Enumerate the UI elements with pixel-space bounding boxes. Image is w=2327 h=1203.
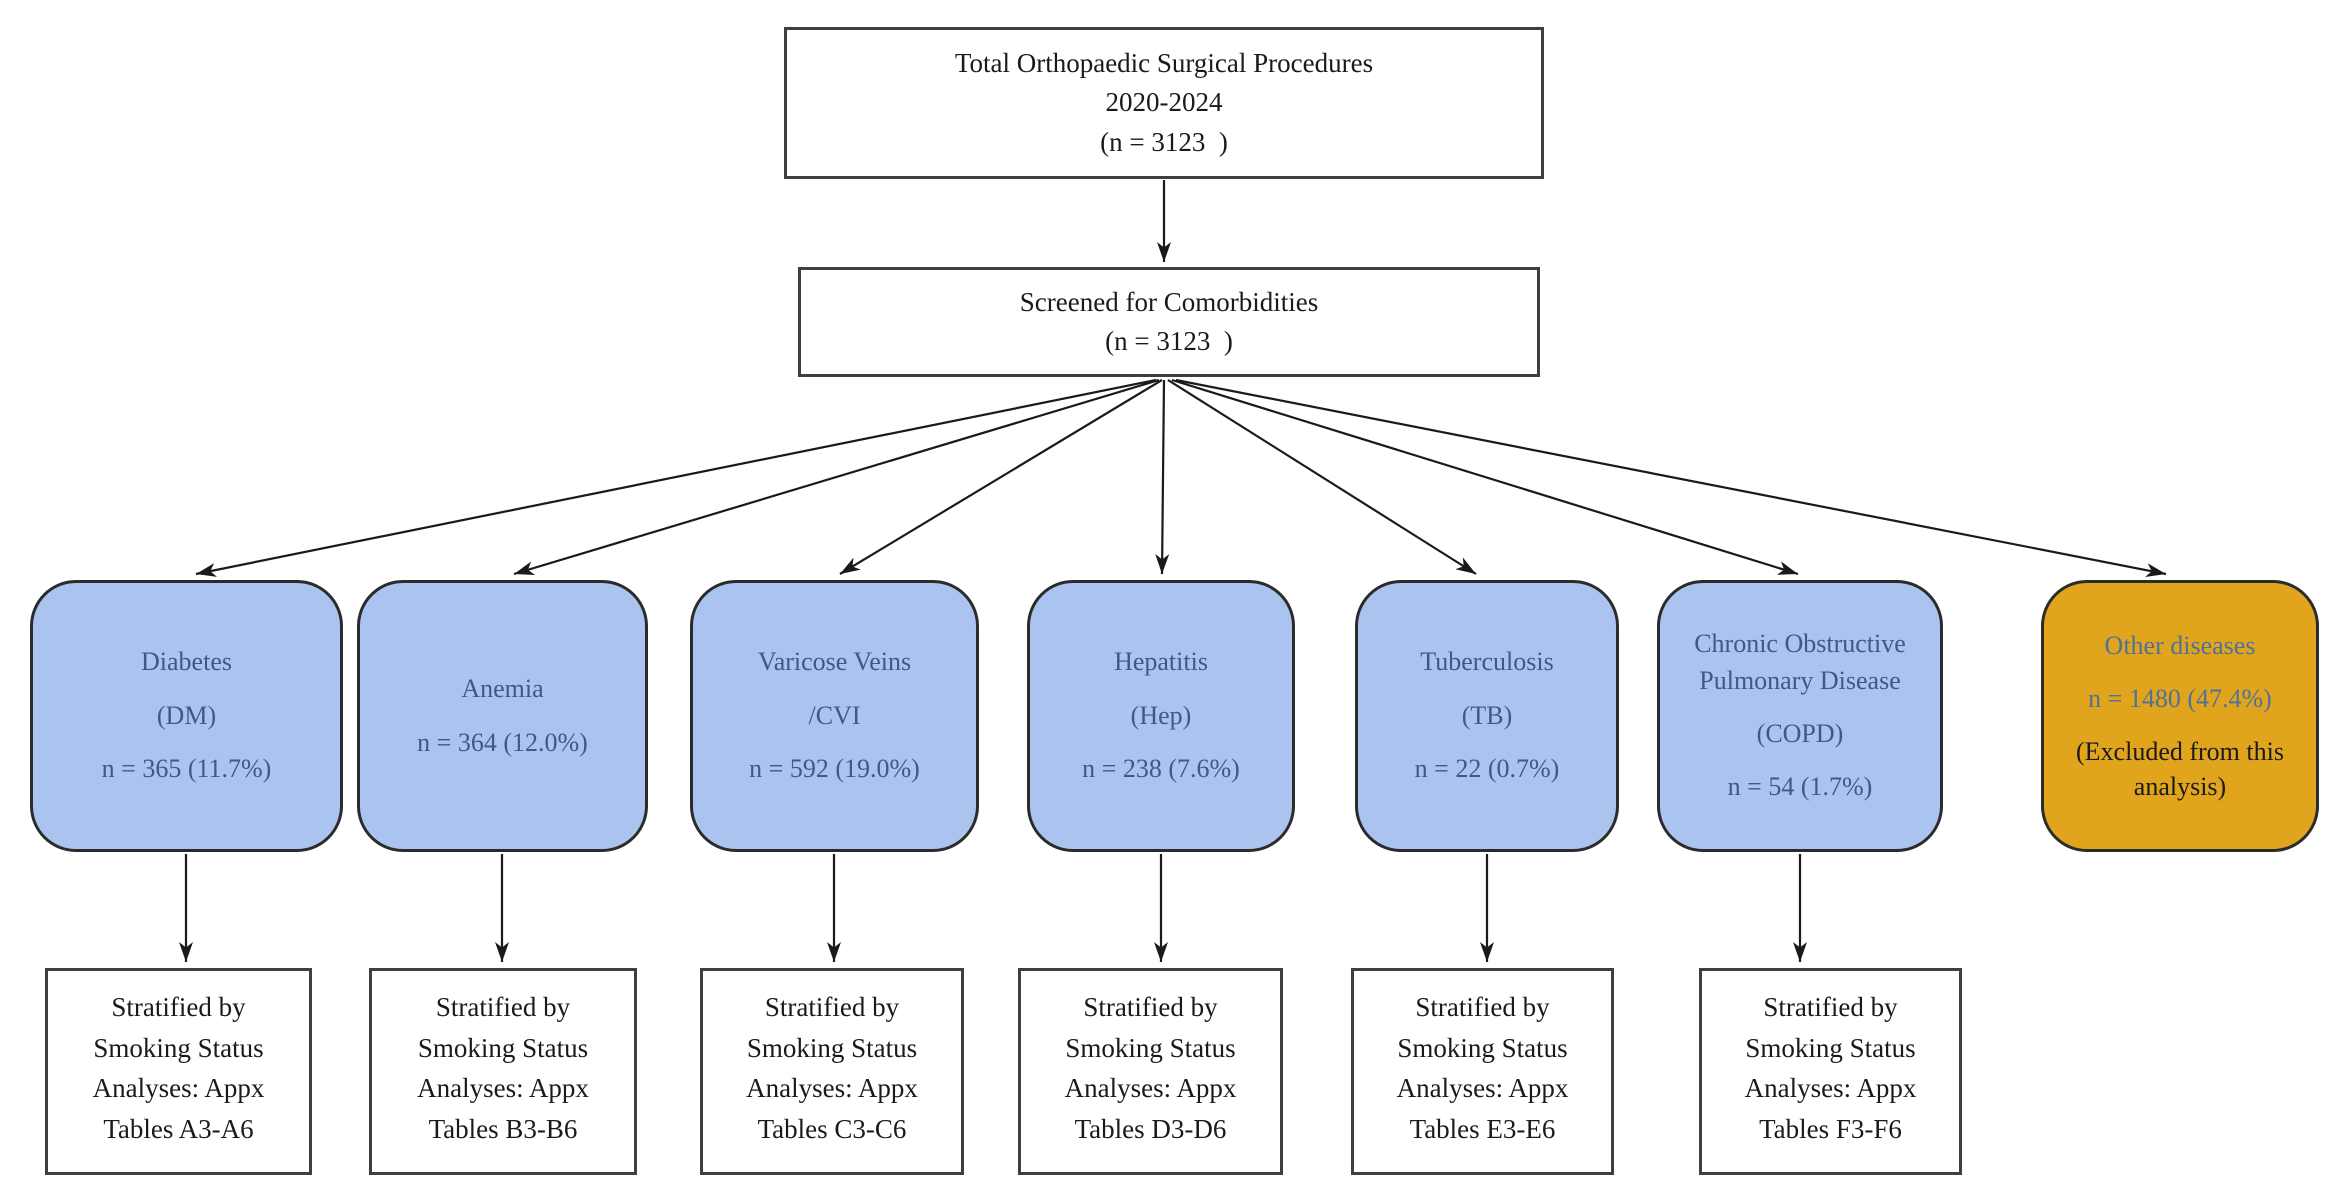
arrow-screened-to-anemia: [513, 378, 1160, 576]
outcome-text: Stratified by Smoking Status Analyses: A…: [1744, 992, 1917, 1144]
comorbidity-abbrev: (COPD): [1756, 719, 1844, 748]
comorbidity-abbrev: (DM): [156, 700, 217, 730]
outcome-box-e: Stratified by Smoking Status Analyses: A…: [1351, 968, 1614, 1175]
screening-box: Screened for Comorbidities (n = 3123 ): [798, 267, 1540, 377]
comorbidity-name: Diabetes: [141, 647, 232, 677]
arrow-screened-to-diabetes: [195, 378, 1157, 577]
comorbidity-box-varicose-veins: Varicose Veins /CVI n = 592 (19.0%): [690, 580, 979, 852]
title-line-2: 2020-2024: [1105, 87, 1223, 118]
outcome-text: Stratified by Smoking Status Analyses: A…: [92, 992, 265, 1144]
comorbidity-count: n = 238 (7.6%): [1082, 754, 1240, 784]
excluded-box-other-diseases: Other diseases n = 1480 (47.4%) (Exclude…: [2041, 580, 2319, 852]
comorbidity-box-anemia: Anemia n = 364 (12.0%): [357, 580, 648, 852]
comorbidity-count: n = 1480 (47.4%): [2088, 683, 2272, 713]
title-box: Total Orthopaedic Surgical Procedures 20…: [784, 27, 1544, 179]
comorbidity-count: n = 365 (11.7%): [101, 754, 272, 784]
comorbidity-count: n = 364 (12.0%): [417, 727, 588, 757]
outcome-box-c: Stratified by Smoking Status Analyses: A…: [700, 968, 964, 1175]
arrow-screened-to-varicose: [839, 379, 1163, 575]
comorbidity-name: Varicose Veins: [757, 647, 912, 677]
comorbidity-box-copd: Chronic Obstructive Pulmonary Disease (C…: [1657, 580, 1943, 852]
excluded-note: (Excluded from this analysis): [2076, 737, 2284, 802]
outcome-text: Stratified by Smoking Status Analyses: A…: [1396, 992, 1569, 1144]
comorbidity-abbrev: /CVI: [808, 700, 861, 730]
comorbidity-abbrev: (Hep): [1130, 700, 1192, 730]
comorbidity-abbrev: (TB): [1461, 700, 1513, 730]
comorbidity-name: Chronic Obstructive Pulmonary Disease: [1694, 629, 1906, 695]
comorbidity-count: n = 54 (1.7%): [1727, 772, 1873, 802]
comorbidity-box-hepatitis: Hepatitis (Hep) n = 238 (7.6%): [1027, 580, 1295, 852]
comorbidity-name: Anemia: [461, 674, 544, 704]
outcome-text: Stratified by Smoking Status Analyses: A…: [417, 992, 589, 1144]
comorbidity-count: n = 22 (0.7%): [1414, 754, 1560, 784]
comorbidity-box-tuberculosis: Tuberculosis (TB) n = 22 (0.7%): [1355, 580, 1619, 852]
outcome-text: Stratified by Smoking Status Analyses: A…: [746, 992, 918, 1144]
outcome-box-f: Stratified by Smoking Status Analyses: A…: [1699, 968, 1962, 1175]
arrow-screened-to-copd: [1171, 378, 1799, 576]
comorbidity-box-diabetes: Diabetes (DM) n = 365 (11.7%): [30, 580, 343, 852]
screening-line-1: Screened for Comorbidities: [1019, 286, 1319, 317]
outcome-text: Stratified by Smoking Status Analyses: A…: [1064, 992, 1237, 1144]
outcome-box-a: Stratified by Smoking Status Analyses: A…: [45, 968, 312, 1175]
title-line-3: (n = 3123 ): [1100, 126, 1228, 157]
comorbidity-name: Tuberculosis: [1420, 647, 1554, 677]
outcome-box-d: Stratified by Smoking Status Analyses: A…: [1018, 968, 1283, 1175]
arrow-screened-to-hepatitis: [1155, 379, 1170, 575]
comorbidity-count: n = 592 (19.0%): [749, 754, 920, 784]
comorbidity-name: Other diseases: [2104, 630, 2256, 660]
outcome-box-b: Stratified by Smoking Status Analyses: A…: [369, 968, 637, 1175]
title-line-1: Total Orthopaedic Surgical Procedures: [954, 48, 1374, 79]
arrow-screened-to-tuberculosis: [1167, 379, 1477, 575]
comorbidity-name: Hepatitis: [1114, 647, 1208, 677]
arrow-screened-to-other: [1175, 378, 2167, 578]
screening-line-2: (n = 3123 ): [1105, 326, 1233, 356]
